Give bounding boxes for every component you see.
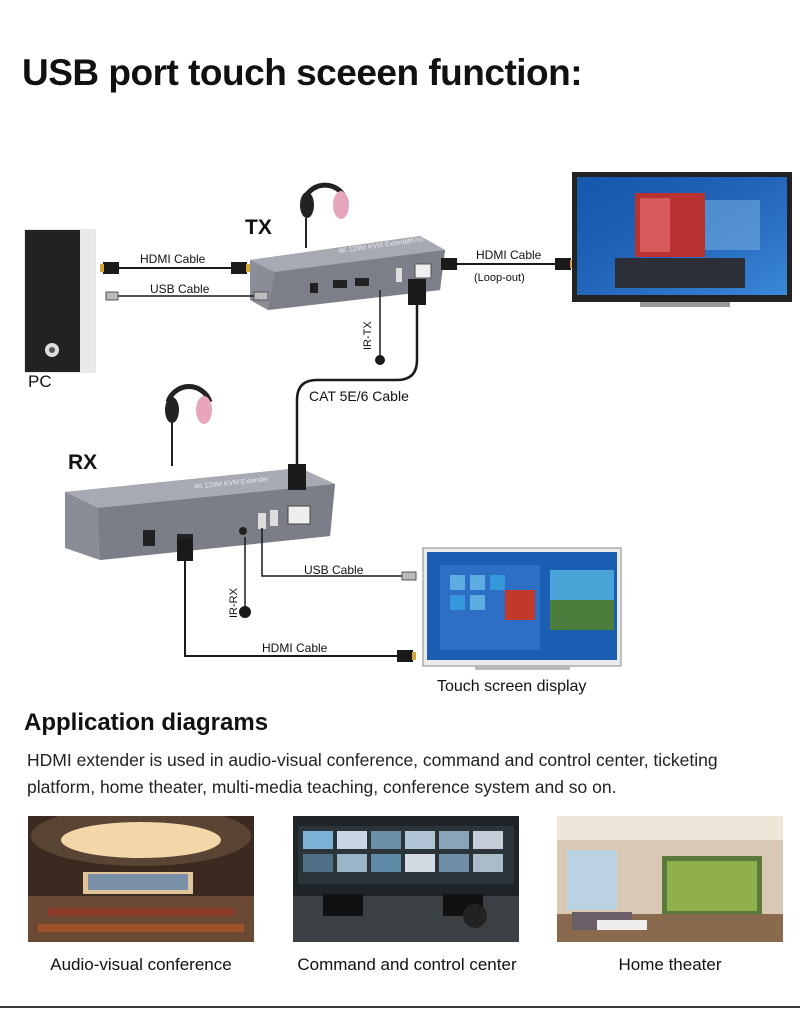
- bottom-divider: [0, 1006, 800, 1008]
- cables: [100, 258, 574, 662]
- caption-av-conference: Audio-visual conference: [50, 955, 232, 974]
- cat-cable-label: CAT 5E/6 Cable: [309, 388, 409, 404]
- hdmi-loop-cable-label: HDMI Cable: [476, 248, 542, 262]
- ir-tx-label: IR-TX: [362, 321, 374, 350]
- caption-home-theater: Home theater: [618, 955, 722, 974]
- tx-label: TX: [245, 216, 272, 239]
- touch-display-label: Touch screen display: [437, 678, 587, 695]
- rx-label: RX: [68, 451, 98, 474]
- connection-diagram: PC TX RX HDMI Cable USB Cable HDMI Cable…: [0, 150, 800, 700]
- diagram-graphics: [24, 172, 792, 670]
- hdmi-cable-label-2: HDMI Cable: [262, 641, 328, 655]
- photo-av-conference: [28, 816, 254, 942]
- pc-label: PC: [28, 372, 52, 391]
- rx-device-icon: [65, 468, 335, 560]
- tx-device-icon: [250, 236, 445, 310]
- ir-rx-label: IR-RX: [228, 588, 240, 618]
- application-title: Application diagrams: [24, 709, 269, 736]
- photo-control-center: [293, 816, 519, 942]
- pc-tower-icon: [24, 229, 96, 373]
- loop-out-label: (Loop-out): [474, 272, 525, 284]
- hdmi-cable-label: HDMI Cable: [140, 252, 206, 266]
- control-center-image: [293, 816, 519, 942]
- photo-home-theater: [557, 816, 783, 942]
- usb-cable-label-2: USB Cable: [304, 563, 364, 577]
- caption-control-center: Command and control center: [297, 955, 517, 974]
- hdmi-logo-text: HDMI: [408, 238, 424, 244]
- monitor-icon: [572, 172, 792, 307]
- home-theater-image: [557, 816, 783, 942]
- application-description: HDMI extender is used in audio-visual co…: [27, 750, 718, 797]
- touch-display-icon: [422, 547, 622, 670]
- usb-cable-label: USB Cable: [150, 282, 210, 296]
- conference-room-image: [28, 816, 254, 942]
- page-title: USB port touch sceeen function:: [22, 52, 583, 93]
- headphones-icon: [165, 182, 349, 466]
